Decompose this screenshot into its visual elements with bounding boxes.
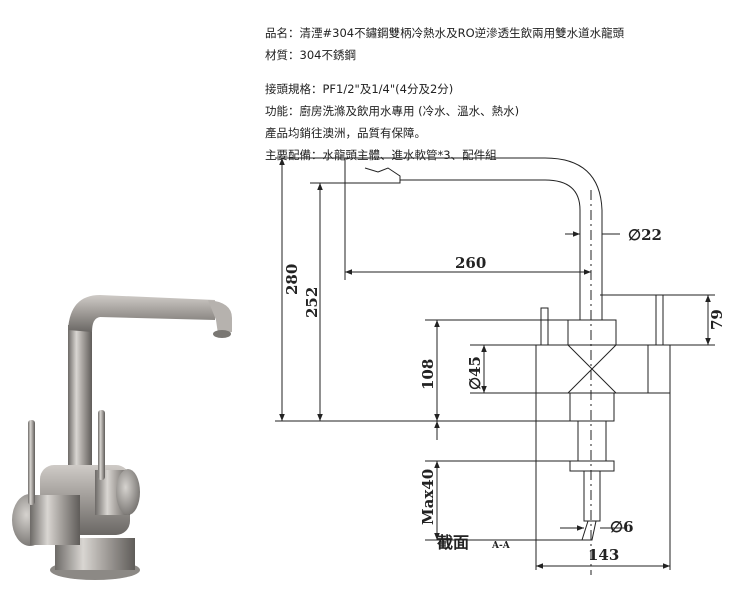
spec-product-name: 品名：清湮#304不鏽鋼雙柄冷熱水及RO逆滲透生飲兩用雙水道水龍頭 — [265, 26, 625, 40]
photo-spout — [68, 295, 215, 332]
dim-reach: 260 — [455, 254, 486, 272]
drawing-inlet — [583, 470, 601, 522]
drawing-hose — [581, 520, 597, 541]
dim-total-height: 280 — [283, 264, 301, 295]
technical-drawing: ∅22 260 280 252 79 108 ∅45 Max40 ∅6 143 … — [275, 157, 726, 575]
dim-handle: 79 — [708, 309, 726, 330]
section-suffix: A-A — [491, 541, 511, 551]
drawing-spout — [345, 157, 603, 320]
spec-function: 功能：廚房洗滌及飲用水專用 (冷水、溫水、熱水) — [265, 104, 520, 118]
faucet-photo — [12, 295, 232, 580]
dim-base-width: 143 — [588, 546, 619, 564]
dim-max-deck: Max40 — [419, 469, 437, 525]
photo-spout-outlet — [213, 330, 231, 338]
drawing-body-top — [567, 319, 617, 346]
section-label: 截面 — [437, 533, 469, 552]
drawing-right-handle — [655, 294, 664, 346]
drawing-lower-stem — [569, 392, 615, 422]
photo-right-cap — [116, 469, 140, 515]
drawing-right-cap — [648, 344, 671, 394]
drawing-spout-tip — [344, 158, 401, 184]
dim-inlet-diameter: ∅6 — [610, 518, 634, 536]
photo-spout-tip — [208, 300, 232, 334]
drawing-body-x2 — [567, 344, 617, 394]
photo-right-lever — [98, 410, 105, 480]
photo-left-sleeve — [30, 495, 80, 545]
spec-connector: 接頭規格：PF1/2"及1/4"(4分及2分) — [265, 82, 454, 96]
photo-left-lever — [28, 420, 35, 505]
dim-pipe-diameter: ∅22 — [628, 226, 662, 244]
dim-body-height: 108 — [419, 359, 437, 390]
spec-material: 材質：304不銹鋼 — [265, 48, 356, 62]
spec-note: 產品均銷往澳洲，品質有保障。 — [265, 126, 426, 140]
drawing-nut — [569, 460, 615, 472]
drawing-spout-inner — [400, 179, 581, 320]
drawing-base — [577, 420, 607, 462]
dim-body-diameter: ∅45 — [466, 356, 484, 390]
drawing-left-handle — [540, 307, 549, 346]
dim-spout-height: 252 — [303, 287, 321, 318]
